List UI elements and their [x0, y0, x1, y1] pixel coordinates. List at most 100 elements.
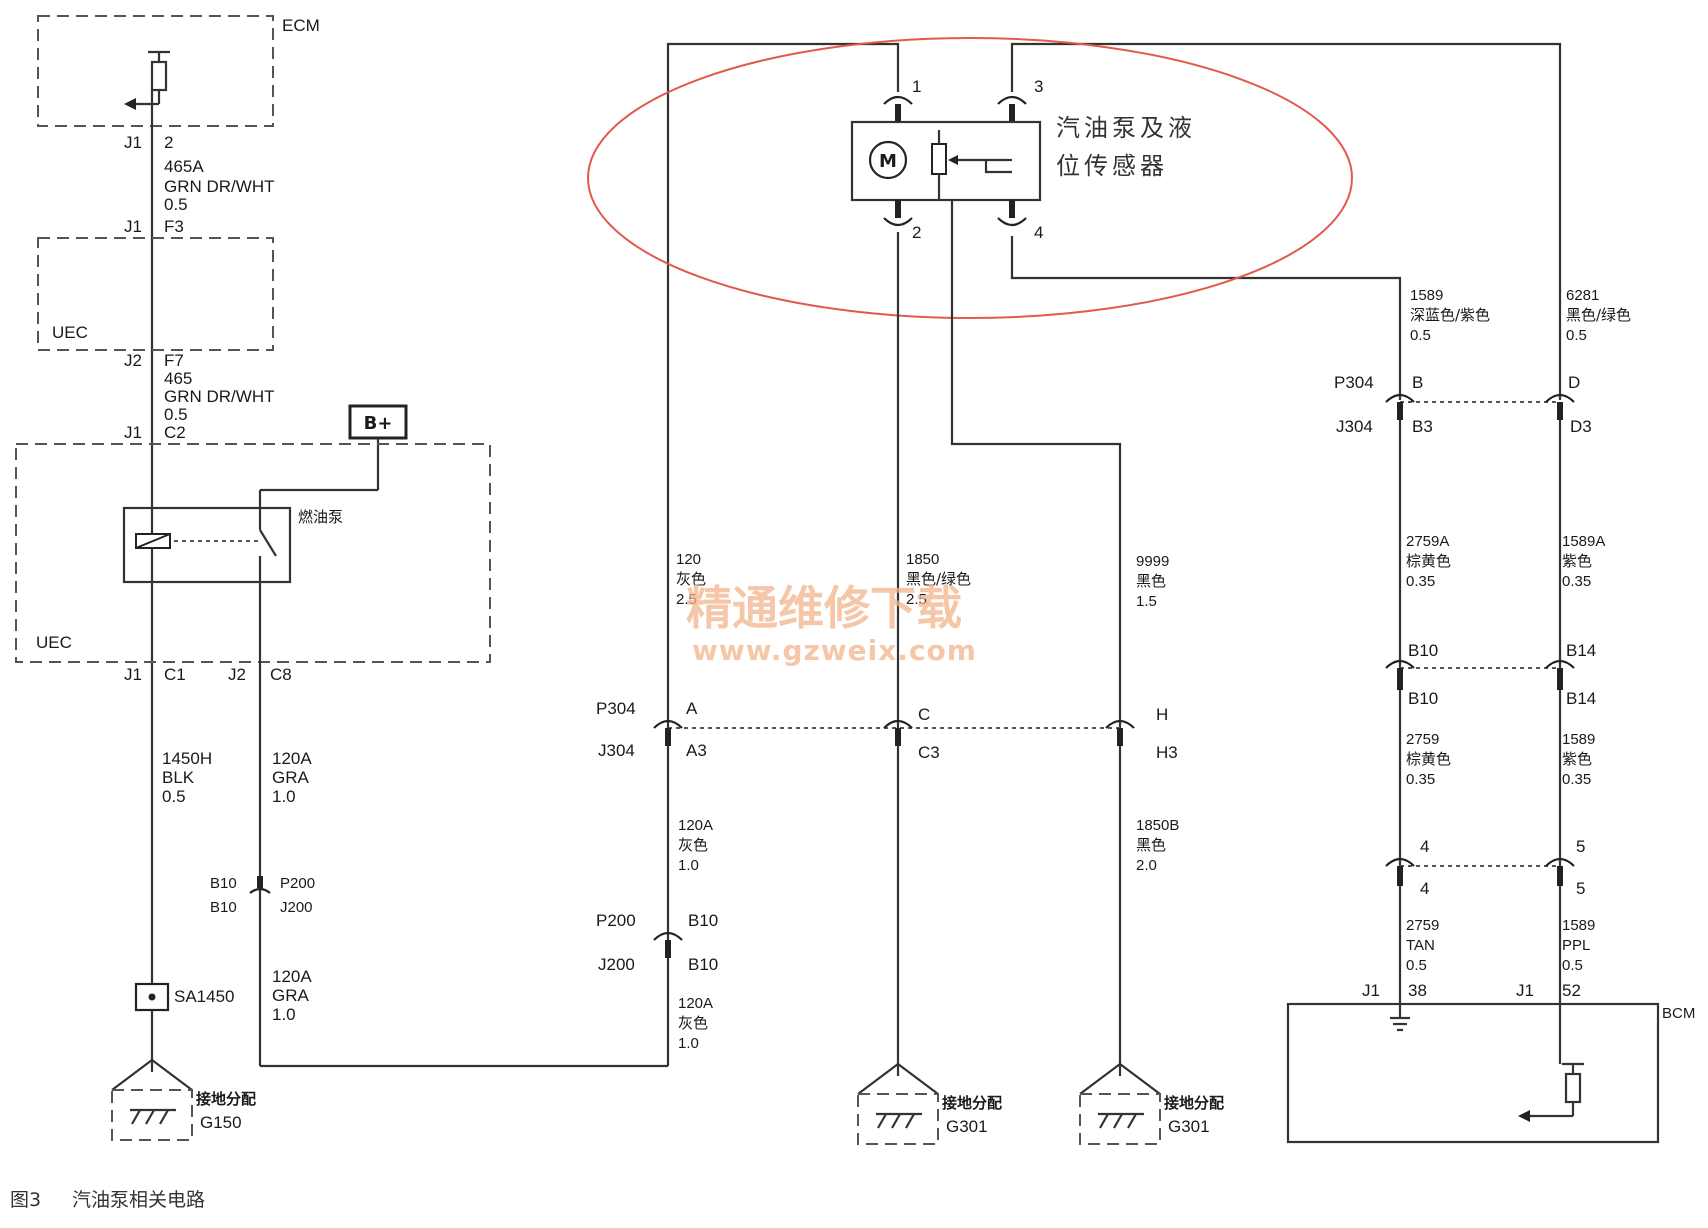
w2759-color: 棕黄色	[1406, 750, 1451, 768]
b10-top-label: B10	[1408, 641, 1438, 660]
pin-h-label: H	[1156, 705, 1168, 724]
p304-right-label: P304	[1334, 373, 1374, 392]
w2759tan-size: 0.5	[1406, 957, 1427, 974]
w2759tan-num: 2759	[1406, 917, 1439, 934]
wire-9999	[950, 200, 1122, 1064]
uec-top-box	[37, 237, 274, 351]
p304-pin-h-icon	[1105, 719, 1135, 746]
uec2-out2-conn: J2	[228, 665, 246, 684]
w1589a-size: 0.35	[1562, 573, 1591, 590]
p200-label: P200	[596, 911, 636, 930]
uec-bottom-label: UEC	[36, 633, 72, 652]
w465a-num: 465A	[164, 157, 204, 176]
w1589ppl-color: PPL	[1562, 937, 1590, 954]
uec-in-pin: F3	[164, 217, 184, 236]
bplus-label: B+	[364, 413, 393, 434]
w1589ppl-num: 1589	[1562, 917, 1595, 934]
w1450h-num: 1450H	[162, 749, 212, 768]
uec-out-pin: F7	[164, 351, 184, 370]
uec2-out1-conn: J1	[124, 665, 142, 684]
figure-title: 汽油泵相关电路	[72, 1189, 205, 1211]
pump-pin-3-label: 3	[1034, 77, 1043, 96]
w9999-num: 9999	[1136, 553, 1169, 570]
bcm-label: BCM	[1662, 1005, 1695, 1022]
w120-color: 灰色	[676, 570, 706, 588]
pin-b-label: B	[1412, 373, 1423, 392]
ecm-label: ECM	[282, 16, 320, 35]
b14-top-label: B14	[1566, 641, 1596, 660]
pin5-bot-label: 5	[1576, 879, 1585, 898]
w120-size: 2.5	[676, 591, 697, 608]
ecm-conn: J1	[124, 133, 142, 152]
pin5-connector-icon	[1545, 857, 1575, 886]
pin-h3-label: H3	[1156, 743, 1178, 762]
wire-6281-top	[1010, 42, 1562, 400]
middle-circuit: 1 3 M 2 4 汽油泵及液 位传感器 120	[587, 37, 1562, 1145]
pin-c-label: C	[918, 705, 930, 724]
w120a2-size: 1.0	[272, 1005, 296, 1024]
w1850-color: 黑色/绿色	[906, 570, 971, 588]
w120a1-size: 1.0	[272, 787, 296, 806]
relay-switch-icon	[259, 529, 277, 557]
pin4-connector-icon	[1385, 857, 1415, 886]
p304-pin-d-icon	[1545, 393, 1575, 420]
figure-number: 图3	[10, 1189, 41, 1211]
highlight-ellipse	[587, 37, 1353, 319]
pin-c3-label: C3	[918, 743, 940, 762]
uec2-in-conn: J1	[124, 423, 142, 442]
g301-b-id: G301	[1168, 1117, 1210, 1136]
right-circuit: 1589 深蓝色/紫色 0.5 6281 黑色/绿色 0.5 P304 J304…	[1286, 287, 1695, 1144]
w120a2-color: GRA	[272, 986, 310, 1005]
ground-g301-a-icon	[857, 1062, 939, 1145]
splice-dot	[148, 993, 156, 1001]
w1450h-size: 0.5	[162, 787, 186, 806]
wire-1589-top	[1010, 236, 1402, 400]
w465a-size: 0.5	[164, 195, 188, 214]
g301-a-label: 接地分配	[942, 1094, 1002, 1112]
watermark-url: www.gzweix.com	[692, 634, 977, 667]
p200-small-d: J200	[280, 899, 313, 916]
w1850-size: 2.5	[906, 591, 927, 608]
w1589b-color: 紫色	[1562, 750, 1592, 768]
j304-mid-label: J304	[598, 741, 635, 760]
g150-id: G150	[200, 1113, 242, 1132]
j200-pin-label: B10	[688, 955, 718, 974]
w9999-color: 黑色	[1136, 572, 1166, 590]
w120a-mid-num: 120A	[678, 817, 713, 834]
w2759-size: 0.35	[1406, 771, 1435, 788]
w465-num: 465	[164, 369, 192, 388]
bcm-pin1-pin: 38	[1408, 981, 1427, 1000]
left-circuit: ECM J1 2 465A GRN DR/WHT 0.5 J1 F3 UEC J…	[15, 15, 668, 1141]
sensor-wiper-arrow	[948, 155, 958, 165]
p304-mid-label: P304	[596, 699, 636, 718]
pin-b3-label: B3	[1412, 417, 1433, 436]
w1589-size: 0.5	[1410, 327, 1431, 344]
sensor-float-link	[984, 160, 1012, 174]
w1850b-num: 1850B	[1136, 817, 1179, 834]
p304-pin-c-icon	[883, 719, 913, 746]
w120a2-num: 120A	[272, 967, 312, 986]
pump-name-line1: 汽油泵及液	[1056, 114, 1196, 142]
bcm-pin2-conn: J1	[1516, 981, 1534, 1000]
pump-pin-1-label: 1	[912, 77, 921, 96]
w1850b-color: 黑色	[1136, 836, 1166, 854]
bplus-box	[348, 404, 408, 440]
fuel-pump-relay-box	[122, 506, 292, 584]
ecm-pin: 2	[164, 133, 173, 152]
uec2-out1-pin: C1	[164, 665, 186, 684]
w1589ppl-size: 0.5	[1562, 957, 1583, 974]
pump-pin-2-icon	[883, 200, 913, 227]
w9999-size: 1.5	[1136, 593, 1157, 610]
p200-small-a: B10	[210, 875, 237, 892]
ecm-internal-symbol	[124, 50, 170, 110]
ecm-module-box	[37, 15, 274, 127]
bcm-internal-resistor-icon	[1518, 1062, 1584, 1122]
w1589a-num: 1589A	[1562, 533, 1605, 550]
w2759a-color: 棕黄色	[1406, 552, 1451, 570]
w2759a-num: 2759A	[1406, 533, 1449, 550]
b10-bot-label: B10	[1408, 689, 1438, 708]
bcm-pin1-conn: J1	[1362, 981, 1380, 1000]
w1589-num: 1589	[1410, 287, 1443, 304]
g301-b-label: 接地分配	[1164, 1094, 1224, 1112]
